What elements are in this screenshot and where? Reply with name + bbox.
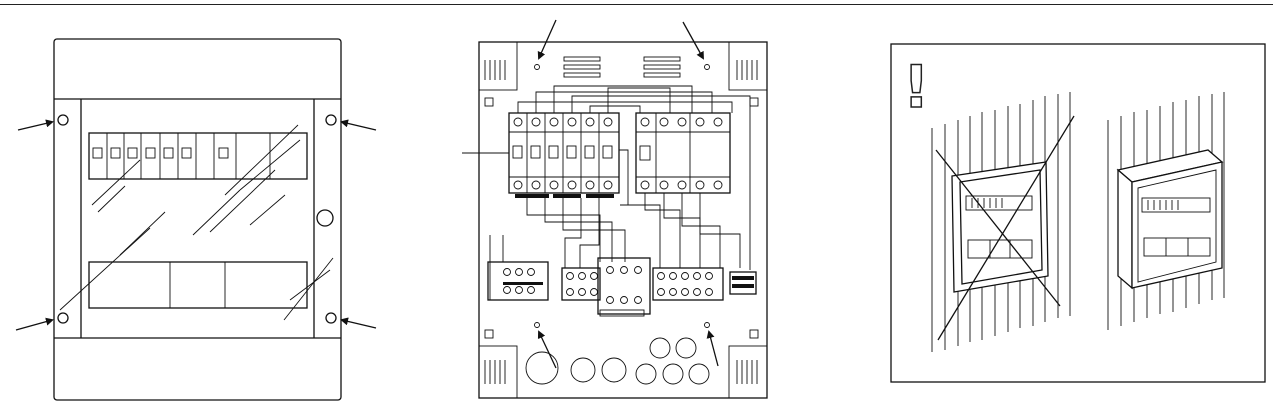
arrow-icon [340, 119, 377, 131]
flush-mounted-box [951, 161, 1049, 293]
rcd-device [635, 112, 731, 194]
cross-out-icon [935, 149, 1061, 307]
panel-2-interior [462, 19, 768, 399]
screw-hole [325, 114, 337, 126]
terminal-block [729, 271, 757, 295]
glass-reflection [59, 124, 334, 321]
arrow-icon [537, 19, 557, 60]
warning-frame [890, 43, 1266, 383]
terminal-block [561, 267, 601, 301]
contactor [597, 257, 651, 315]
arrow-icon [15, 317, 54, 331]
arrow-icon [17, 119, 54, 131]
arrow-icon [537, 330, 557, 369]
terminal-block [652, 267, 724, 301]
cable-knockouts [525, 337, 710, 385]
wiring [489, 85, 751, 301]
screw-hole [57, 312, 69, 324]
lock-hole [316, 209, 334, 227]
terminal-block [487, 261, 549, 301]
surface-mounted-box [1116, 149, 1224, 290]
screw-hole [57, 114, 69, 126]
breaker-bank [508, 112, 620, 194]
backplate-outline [478, 41, 768, 399]
warning-icon: ! [902, 53, 930, 121]
screw-hole [325, 312, 337, 324]
breaker-row [88, 132, 308, 180]
label-strip [88, 261, 308, 309]
arrow-icon [340, 317, 377, 329]
panel-1-enclosure [15, 38, 377, 401]
arrow-icon [706, 330, 719, 367]
arrow-icon [682, 21, 704, 60]
top-rule [0, 4, 1273, 5]
cross-out-icon [937, 115, 1075, 341]
panel-3-warning [890, 43, 1266, 383]
enclosure-outline [53, 38, 342, 401]
